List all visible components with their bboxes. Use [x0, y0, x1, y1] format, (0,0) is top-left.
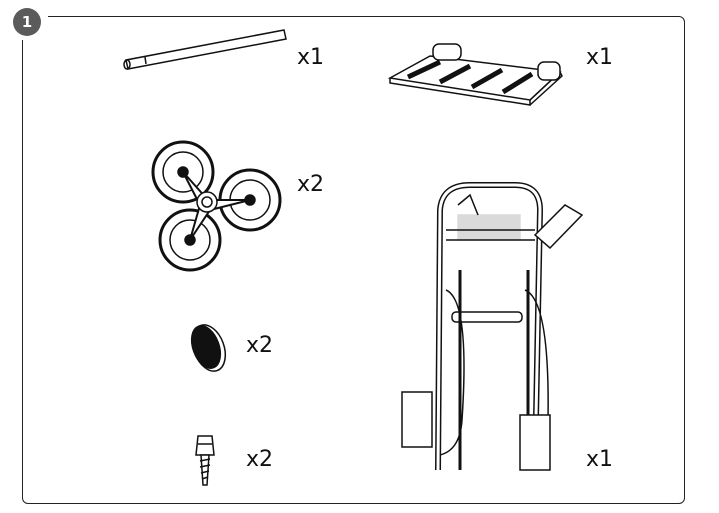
- cap-quantity: x2: [246, 333, 274, 358]
- wheel-cluster-quantity: x2: [297, 172, 325, 197]
- rod-quantity: x1: [297, 45, 325, 70]
- step-number-badge: 1: [13, 8, 41, 36]
- frame-quantity: x1: [586, 447, 614, 472]
- parts-panel-border: [22, 16, 685, 504]
- screw-illustration: [195, 435, 215, 486]
- screw-quantity: x2: [246, 447, 274, 472]
- platform-illustration: [387, 43, 563, 106]
- frame-illustration: [401, 182, 584, 471]
- platform-quantity: x1: [586, 45, 614, 70]
- cap-illustration: [190, 324, 227, 372]
- rod-illustration: [123, 29, 287, 70]
- wheel-cluster-illustration: [151, 140, 282, 272]
